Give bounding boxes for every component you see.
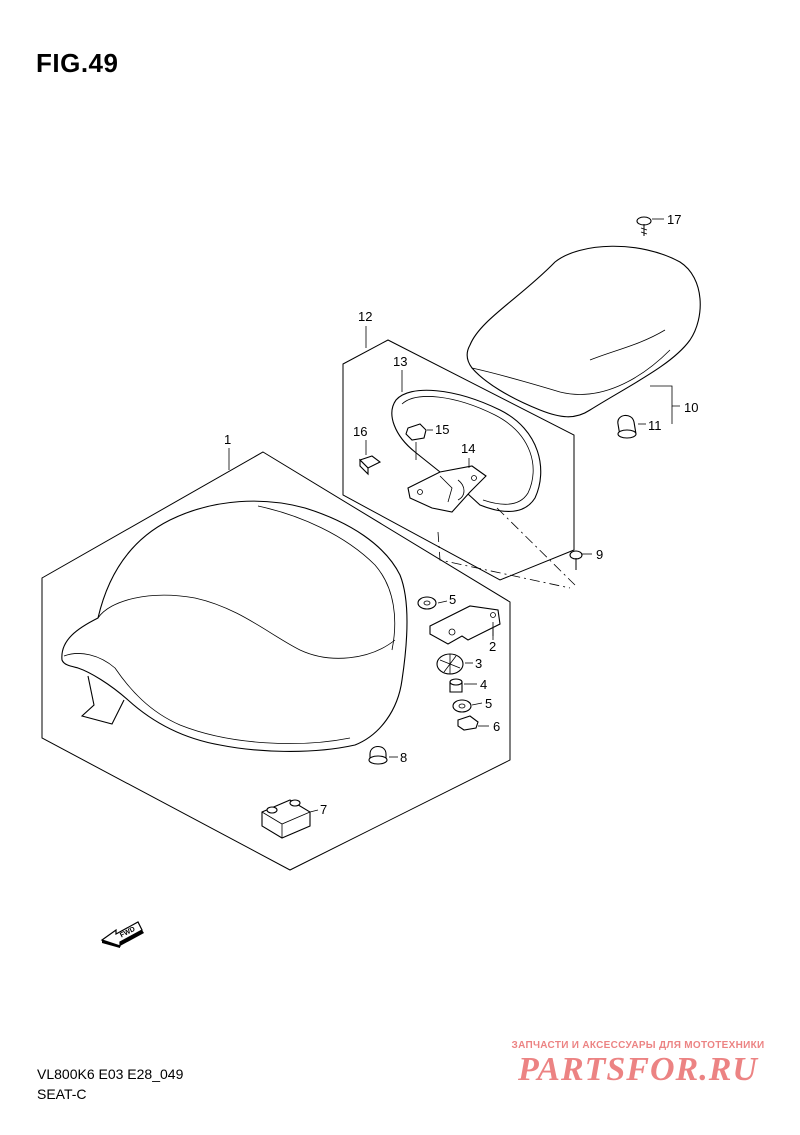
callout-11: 11 [648, 418, 662, 433]
forward-direction-icon: FWD [100, 921, 144, 948]
callout-4: 4 [480, 677, 487, 692]
seat-screw[interactable] [636, 216, 652, 236]
collar[interactable] [449, 678, 463, 693]
seat-damper[interactable] [617, 414, 637, 439]
callout-7: 7 [320, 802, 327, 817]
callout-6: 6 [493, 719, 500, 734]
callout-14: 14 [461, 441, 475, 456]
seat-strap-loop[interactable] [391, 389, 542, 513]
rubber-cushion[interactable] [436, 653, 464, 675]
seat-bracket[interactable] [429, 605, 501, 645]
callout-15: 15 [435, 422, 449, 437]
rubber-block[interactable] [261, 799, 311, 839]
pillion-mount-group-frame [342, 339, 575, 581]
latch-nut[interactable] [405, 423, 427, 441]
cap-nut[interactable] [368, 745, 388, 765]
section-name: SEAT-C [37, 1086, 87, 1102]
callout-16: 16 [353, 424, 367, 439]
callout-9: 9 [596, 547, 603, 562]
latch-plate[interactable] [407, 465, 487, 513]
watermark[interactable]: ЗАПЧАСТИ И АКСЕССУАРЫ ДЛЯ МОТОТЕХНИКИ PA… [488, 1040, 788, 1089]
callout-10: 10 [684, 400, 698, 415]
nut[interactable] [457, 715, 479, 731]
figure-title: FIG.49 [36, 48, 119, 78]
callout-2: 2 [489, 639, 496, 654]
callout-12: 12 [358, 309, 372, 324]
pillion-seat[interactable] [466, 245, 701, 418]
watermark-tagline: ЗАПЧАСТИ И АКСЕССУАРЫ ДЛЯ МОТОТЕХНИКИ [511, 1040, 765, 1051]
callout-5-upper: 5 [449, 592, 456, 607]
callout-5-lower: 5 [485, 696, 492, 711]
model-code: VL800K6 E03 E28_049 [37, 1066, 184, 1082]
watermark-logo: PARTSFOR.RU [518, 1051, 758, 1088]
callout-13: 13 [393, 354, 407, 369]
front-seat[interactable] [61, 500, 408, 752]
rubber-pad[interactable] [358, 455, 382, 476]
front-seat-group-frame [41, 451, 511, 871]
callout-1: 1 [224, 432, 231, 447]
washer-lower[interactable] [452, 699, 472, 713]
callout-17: 17 [667, 212, 681, 227]
washer-upper[interactable] [417, 596, 437, 610]
callout-3: 3 [475, 656, 482, 671]
mounting-bolt[interactable] [569, 550, 583, 570]
callout-8: 8 [400, 750, 407, 765]
